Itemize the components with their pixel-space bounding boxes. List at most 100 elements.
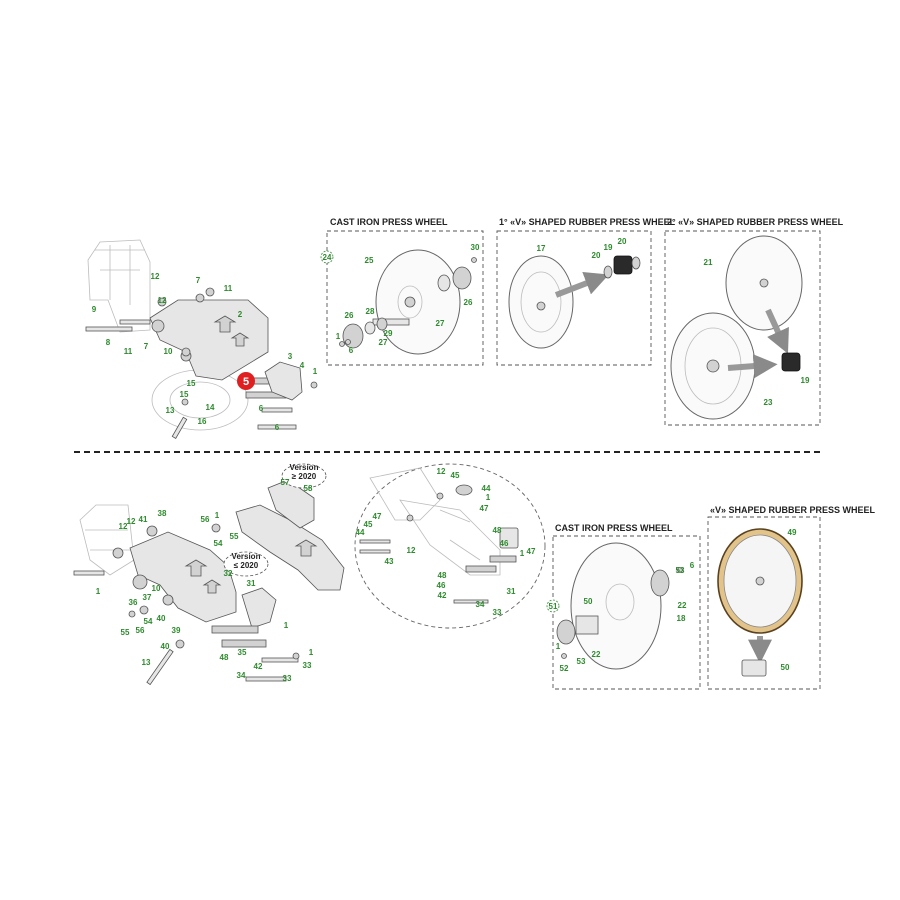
panel-title: 1° «V» SHAPED RUBBER PRESS WHEEL: [499, 217, 676, 227]
top-cast-label: 28: [366, 307, 375, 316]
bottom-main-label: 54: [144, 617, 153, 626]
bottom-main-label: 54: [214, 539, 223, 548]
bottom-detail-label: 33: [493, 608, 502, 617]
top-v2-label: 21: [704, 258, 713, 267]
top-panel-v-rubber-1: 1° «V» SHAPED RUBBER PRESS WHEEL: [496, 217, 676, 366]
bottom-main-label: 58: [304, 484, 313, 493]
top-main-label: 8: [106, 338, 111, 347]
bottom-main-label: 56: [136, 626, 145, 635]
top-cast-label: 26: [345, 311, 354, 320]
bottom-detail-label: 47: [373, 512, 382, 521]
bottom-detail-label: 48: [493, 526, 502, 535]
top-cast-label: 26: [464, 298, 473, 307]
bottom-panel-v-rubber: «V» SHAPED RUBBER PRESS WHEEL: [707, 505, 876, 690]
bottom-main-label: 1: [309, 648, 314, 657]
bottom-main-label: 34: [237, 671, 246, 680]
bottom-main-label: 40: [157, 614, 166, 623]
bottom-cast-label: 50: [584, 597, 593, 606]
panel-title: «V» SHAPED RUBBER PRESS WHEEL: [710, 505, 876, 515]
bottom-v-label: 49: [788, 528, 797, 537]
top-main-label: 16: [198, 417, 207, 426]
top-panel-cast-iron: CAST IRON PRESS WHEEL: [326, 217, 484, 366]
top-v1-label: 19: [604, 243, 613, 252]
bottom-detail-label: 1: [486, 493, 491, 502]
bottom-detail-label: 46: [437, 581, 446, 590]
top-main-label: 15: [187, 379, 196, 388]
bottom-detail-label: 34: [476, 600, 485, 609]
top-main-label: 11: [224, 284, 233, 293]
bottom-main-label: 40: [161, 642, 170, 651]
bottom-detail-label: 31: [507, 587, 516, 596]
bottom-main-label: 1: [215, 511, 220, 520]
top-main-label: 2: [238, 310, 243, 319]
top-main-label: 6: [275, 423, 280, 432]
bottom-detail-label: 48: [438, 571, 447, 580]
top-main-label: 14: [206, 403, 215, 412]
top-main-label: 7: [196, 276, 201, 285]
top-main-label: 13: [166, 406, 175, 415]
bottom-cast-label: 6: [690, 561, 695, 570]
top-panel-v-rubber-2: 2° «V» SHAPED RUBBER PRESS WHEEL: [664, 217, 844, 426]
top-cast-label: 1: [336, 332, 341, 341]
top-main-label: 15: [180, 390, 189, 399]
bottom-main-label: 42: [254, 662, 263, 671]
bottom-detail-label: 46: [500, 539, 509, 548]
top-main-label: 3: [288, 352, 293, 361]
bottom-main-label: 37: [143, 593, 152, 602]
bottom-main-label: 35: [238, 648, 247, 657]
top-main-label: 6: [259, 404, 264, 413]
bottom-cast-label: 52: [560, 664, 569, 673]
bottom-main-label: 12: [119, 522, 128, 531]
bottom-detail-label: 42: [438, 591, 447, 600]
bottom-cast-label: 22: [592, 650, 601, 659]
bottom-cast-label: 1: [556, 642, 561, 651]
bottom-main-label: 55: [121, 628, 130, 637]
top-cast-label: 29: [384, 329, 393, 338]
top-main-label: 9: [92, 305, 97, 314]
panel-title: CAST IRON PRESS WHEEL: [330, 217, 448, 227]
top-main-assembly: [85, 239, 318, 439]
bottom-detail-label: 44: [356, 528, 365, 537]
bottom-cast-label: 53: [577, 657, 586, 666]
top-main-label: 12: [151, 272, 160, 281]
top-main-label: 12: [158, 296, 167, 305]
svg-text:5: 5: [243, 376, 249, 388]
bottom-panel-cast-iron: CAST IRON PRESS WHEEL: [552, 523, 701, 690]
top-cast-label: 27: [379, 338, 388, 347]
top-cast-label: 25: [365, 256, 374, 265]
bottom-main-label: 57: [281, 478, 290, 487]
bottom-main-label: 33: [303, 661, 312, 670]
panel-title: CAST IRON PRESS WHEEL: [555, 523, 673, 533]
bottom-detail-circle: [354, 463, 546, 629]
bottom-main-label: 48: [220, 653, 229, 662]
top-cast-label: 30: [471, 243, 480, 252]
bottom-detail-label: 12: [437, 467, 446, 476]
panel-title: 2° «V» SHAPED RUBBER PRESS WHEEL: [667, 217, 844, 227]
top-main-label: 10: [164, 347, 173, 356]
bottom-main-label: 32: [224, 569, 233, 578]
bottom-main-label: 36: [129, 598, 138, 607]
top-main-label: 4: [300, 361, 305, 370]
top-cast-label: 27: [436, 319, 445, 328]
top-v1-label: 20: [618, 237, 627, 246]
bottom-detail-label: 45: [451, 471, 460, 480]
top-main-label: 7: [144, 342, 149, 351]
bottom-cast-ref-ring: [546, 599, 560, 613]
bottom-main-label: 33: [283, 674, 292, 683]
bottom-detail-label: 1: [520, 549, 525, 558]
bottom-main-label: 38: [158, 509, 167, 518]
bottom-main-label: 56: [201, 515, 210, 524]
top-v2-label: 23: [764, 398, 773, 407]
top-v1-label: 17: [537, 244, 546, 253]
bottom-detail-label: 43: [385, 557, 394, 566]
bottom-detail-label: 47: [527, 547, 536, 556]
bottom-main-label: 55: [230, 532, 239, 541]
version-new-label: Version: [290, 463, 319, 472]
marker-5[interactable]: 5: [237, 372, 255, 390]
bottom-main-label: 13: [142, 658, 151, 667]
bottom-main-label: 41: [139, 515, 148, 524]
bottom-detail-label: 12: [407, 546, 416, 555]
bottom-main-assembly: [73, 463, 345, 686]
